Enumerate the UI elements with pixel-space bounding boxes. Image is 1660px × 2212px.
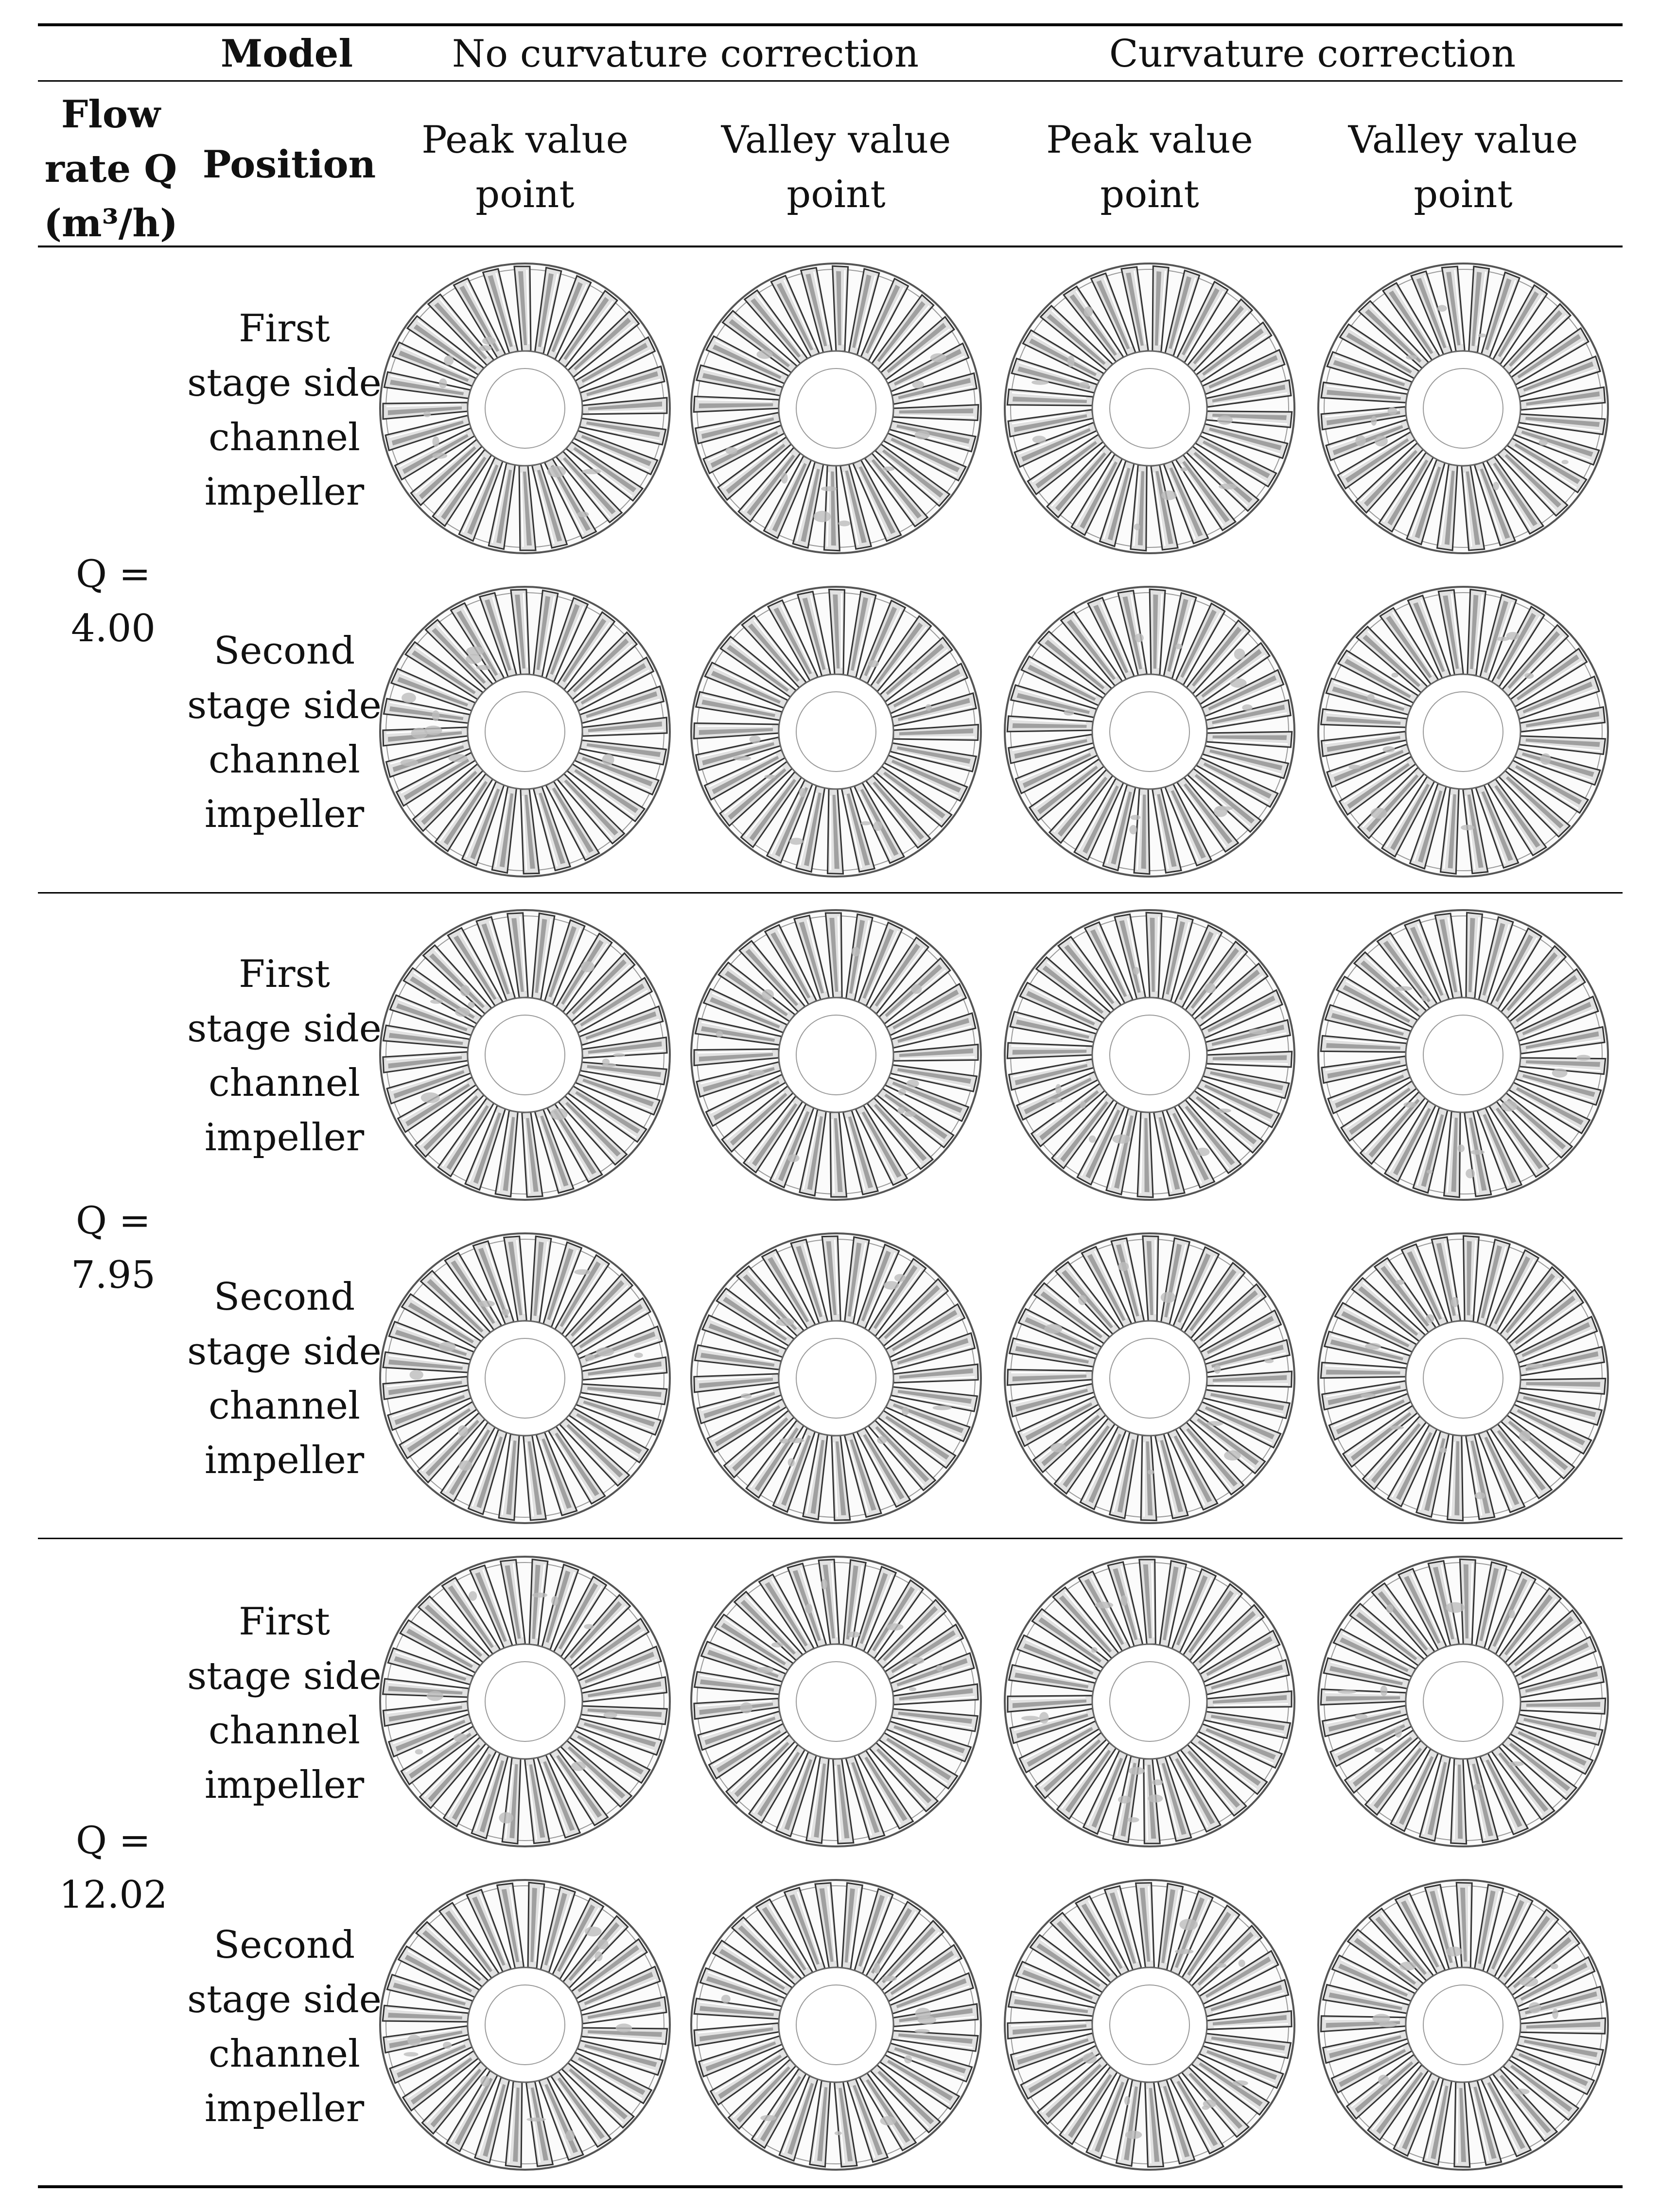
position-label-line: Second [213,1275,355,1319]
impeller-image [999,1228,1300,1529]
position-label: Second stage side channel impeller [187,1270,382,1488]
impeller-image [374,1551,676,1852]
impeller-image [685,1551,987,1852]
position-label-line: stage side [187,361,382,405]
flow-rate-header: Flow rate Q (m³/h) [38,88,184,251]
impeller-image [374,904,676,1206]
position-label-line: channel [209,416,360,459]
position-label-line: First [239,952,330,996]
position-label-line: impeller [204,1439,365,1482]
impeller-image [1312,904,1614,1206]
impeller-image [685,1874,987,2176]
impeller-image [1312,1228,1614,1529]
row-separator-1 [38,892,1623,894]
group-rule [38,80,1623,82]
impeller-image [685,581,987,882]
top-rule [38,23,1623,26]
position-label: First stage side channel impeller [187,301,382,519]
position-label-line: stage side [187,1330,382,1373]
position-label-line: impeller [204,792,365,836]
position-label: Second stage side channel impeller [187,1918,382,2136]
impeller-image [685,1228,987,1529]
header-bottom-rule [38,246,1623,247]
impeller-image [999,581,1300,882]
position-label: Second stage side channel impeller [187,624,382,842]
row-separator-2 [38,1538,1623,1539]
position-label-line: stage side [187,1007,382,1051]
column-header-2: Valley value point [685,113,987,222]
column-header-line: point [475,173,575,216]
impeller-image [999,258,1300,559]
flow-rate-header-line: rate Q [44,147,177,191]
group-header-no-correction: No curvature correction [452,32,919,76]
position-label-line: impeller [204,1763,365,1807]
position-label: First stage side channel impeller [187,1595,382,1812]
position-label-line: First [239,1600,330,1644]
impeller-image [374,1874,676,2176]
position-label-line: channel [209,1709,360,1753]
impeller-image [999,1551,1300,1852]
position-label-line: stage side [187,1654,382,1698]
impeller-image [999,1874,1300,2176]
column-header-line: Peak value [1046,118,1253,162]
model-header: Model [220,32,353,76]
flow-rate-header-line: Flow [61,92,161,137]
position-label-line: channel [209,738,360,782]
flow-rate-value-line: 12.02 [59,1873,168,1917]
position-label-line: First [239,307,330,351]
column-header-line: point [1100,173,1199,216]
flow-rate-value-1: Q = 4.00 [38,547,189,656]
bottom-rule [38,2185,1623,2188]
flow-rate-value-2: Q = 7.95 [38,1194,189,1302]
position-label-line: impeller [204,470,365,514]
impeller-image [374,1228,676,1529]
impeller-image [1312,1551,1614,1852]
impeller-image [1312,1874,1614,2176]
column-header-line: Valley value [1348,118,1578,162]
position-label-line: stage side [187,1978,382,2021]
column-header-line: Valley value [721,118,951,162]
column-header-3: Peak value point [999,113,1300,222]
impeller-image [1312,258,1614,559]
impeller-image [999,904,1300,1206]
position-label-line: stage side [187,684,382,727]
flow-rate-value-line: Q = 4.00 [71,552,156,650]
flow-rate-value-3: Q = 12.02 [38,1813,189,1922]
flow-rate-header-line: (m³/h) [44,201,178,246]
impeller-image [374,258,676,559]
position-header: Position [202,142,376,187]
column-header-line: Peak value [421,118,629,162]
column-header-line: point [1414,173,1513,216]
impeller-image [685,258,987,559]
group-header-correction: Curvature correction [1109,32,1516,76]
position-label-line: impeller [204,1116,365,1159]
position-label-line: channel [209,1384,360,1428]
position-label-line: channel [209,2032,360,2076]
impeller-image [374,581,676,882]
position-label-line: Second [213,629,355,673]
impeller-image [685,904,987,1206]
impeller-image [1312,581,1614,882]
column-header-4: Valley value point [1312,113,1614,222]
flow-rate-value-line: Q = 7.95 [71,1199,156,1297]
position-label: First stage side channel impeller [187,947,382,1165]
column-header-1: Peak value point [374,113,676,222]
position-label-line: impeller [204,2087,365,2130]
position-label-line: channel [209,1061,360,1105]
column-header-line: point [786,173,886,216]
flow-rate-value-line: Q = [75,1819,151,1862]
position-label-line: Second [213,1923,355,1967]
